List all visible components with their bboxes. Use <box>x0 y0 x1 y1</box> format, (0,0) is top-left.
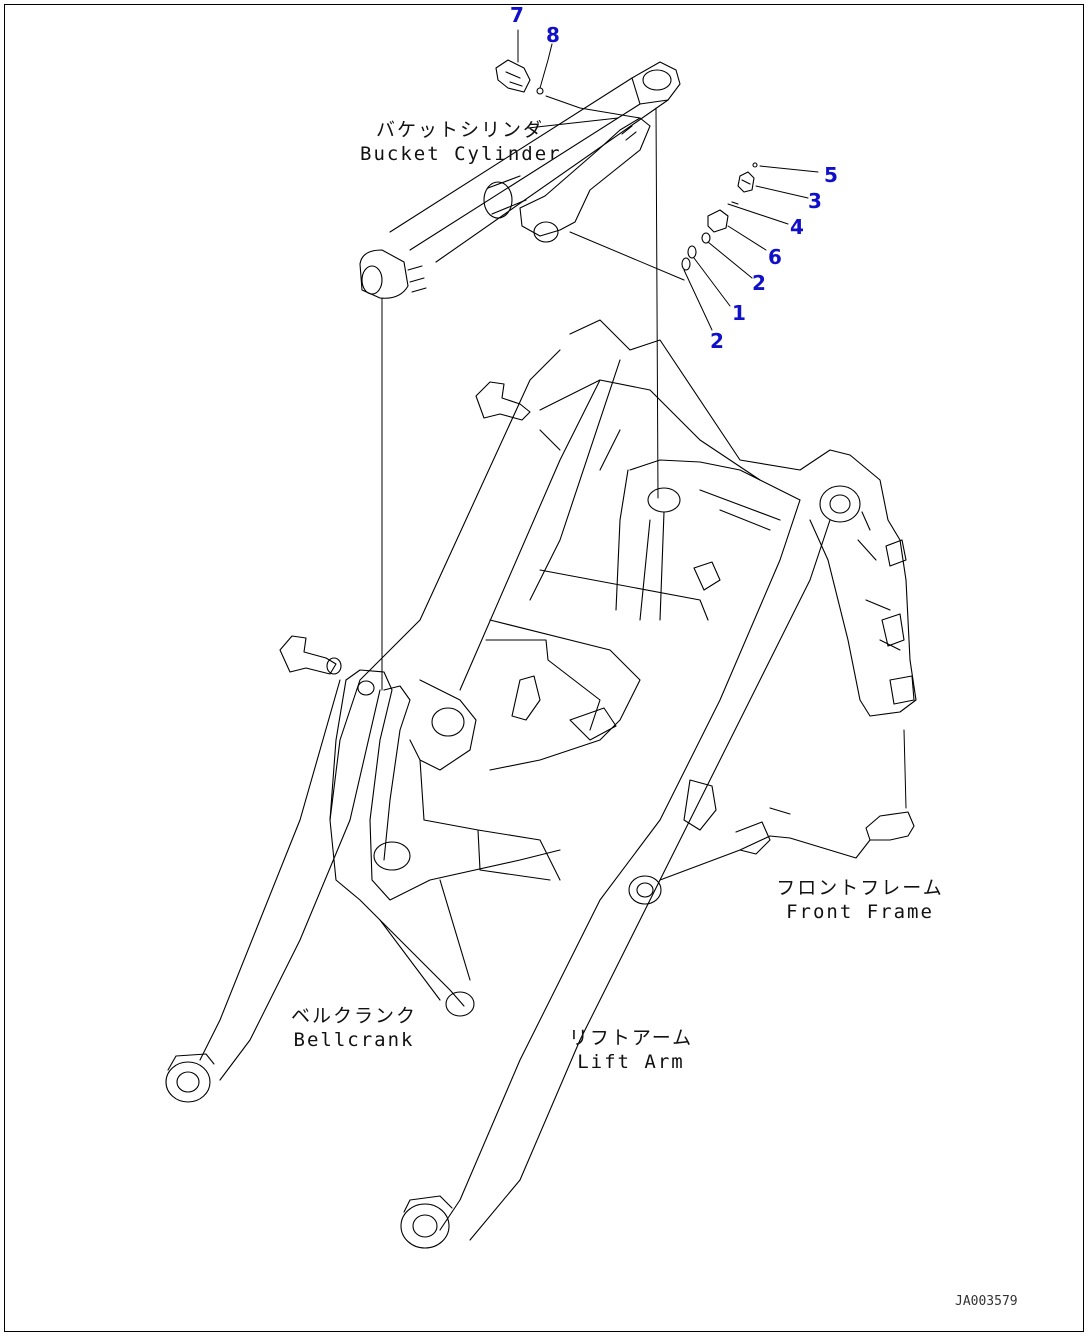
callout-5[interactable]: 5 <box>824 163 838 187</box>
bucket-cylinder-drawing <box>359 61 681 299</box>
bellcrank-drawing <box>329 669 561 1017</box>
callout-2-lower[interactable]: 2 <box>710 329 724 353</box>
callout-1[interactable]: 1 <box>732 301 746 325</box>
diagram-border <box>4 4 1084 1332</box>
callout-8[interactable]: 8 <box>546 23 560 47</box>
drawing-code: JA003579 <box>955 1294 1018 1309</box>
callout-2-upper[interactable]: 2 <box>752 271 766 295</box>
pins-drawing <box>279 381 531 675</box>
front-frame-label-en: Front Frame <box>786 901 934 923</box>
sensor-parts-drawing <box>495 59 544 95</box>
lift-arm-drawing <box>165 349 831 1249</box>
callout-4[interactable]: 4 <box>790 215 804 239</box>
bucket-cylinder-label-jp: バケットシリンダ <box>375 119 544 141</box>
callout-3[interactable]: 3 <box>808 189 822 213</box>
bucket-cylinder-label-en: Bucket Cylinder <box>360 143 562 165</box>
bellcrank-label-en: Bellcrank <box>293 1029 415 1051</box>
callout-6[interactable]: 6 <box>768 245 782 269</box>
lift-arm-label-jp: リフトアーム <box>568 1027 694 1049</box>
lift-arm-label-en: Lift Arm <box>577 1051 685 1073</box>
callout-7[interactable]: 7 <box>510 3 524 27</box>
leader-lines <box>381 29 907 809</box>
front-frame-drawing <box>409 319 917 905</box>
bellcrank-label-jp: ベルクランク <box>290 1005 417 1027</box>
small-parts-drawing <box>681 162 758 271</box>
front-frame-label-jp: フロントフレーム <box>776 877 944 899</box>
